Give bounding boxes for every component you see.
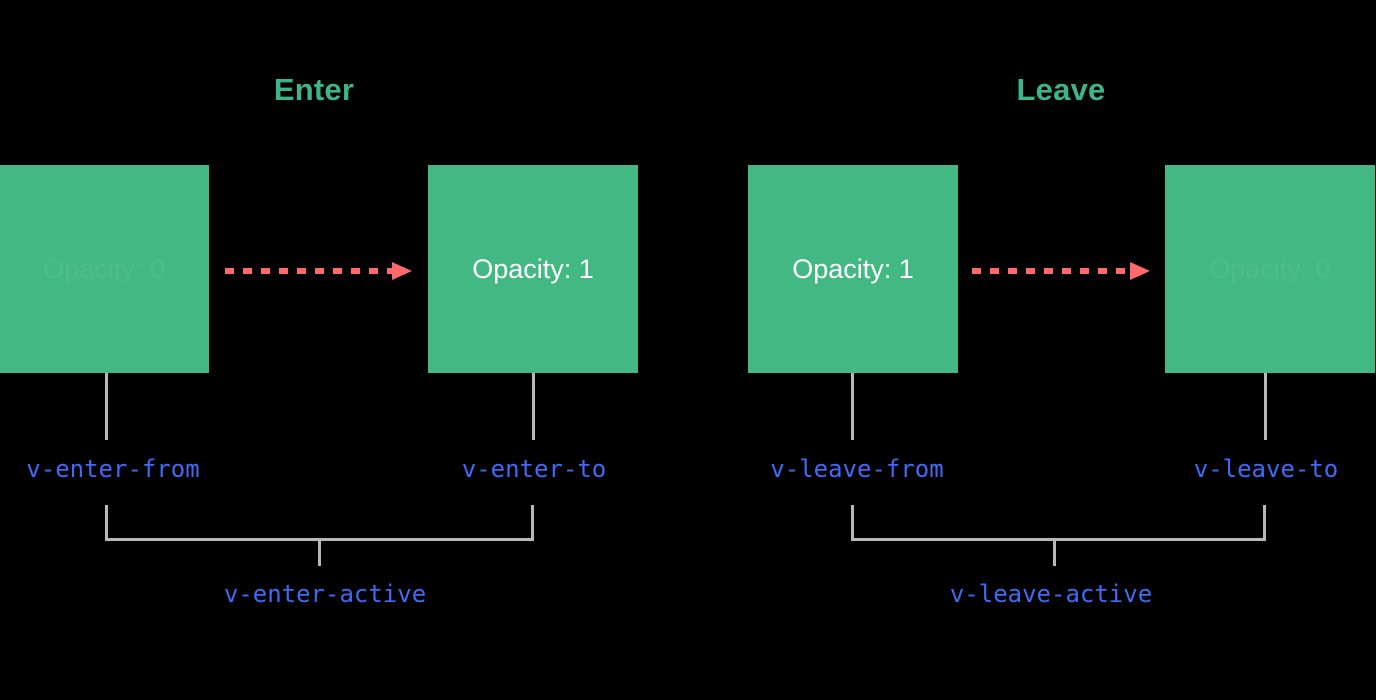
span-bracket-stem-enter-active: [318, 541, 321, 566]
class-label-enter-active: v-enter-active: [223, 580, 427, 608]
class-label-leave-from: v-leave-from: [770, 455, 944, 483]
class-label-leave-active: v-leave-active: [949, 580, 1153, 608]
state-box-leave-to: Opacity: 0: [1165, 165, 1375, 373]
leader-line-leave-from: [851, 373, 854, 440]
span-bracket-enter-active: [105, 505, 534, 541]
arrow-shaft: [225, 268, 392, 274]
state-box-enter-from: Opacity: 0: [0, 165, 209, 373]
state-box-enter-from-label: Opacity: 0: [43, 253, 165, 284]
span-bracket-stem-leave-active: [1053, 541, 1056, 566]
class-label-leave-to: v-leave-to: [1193, 455, 1339, 483]
class-label-enter-from: v-enter-from: [26, 455, 200, 483]
arrow-head: [392, 262, 412, 280]
state-box-enter-to-label: Opacity: 1: [472, 253, 594, 284]
state-box-leave-to-label: Opacity: 0: [1209, 253, 1331, 284]
leader-line-enter-to: [532, 373, 535, 440]
state-box-enter-to: Opacity: 1: [428, 165, 638, 373]
leader-line-enter-from: [105, 373, 108, 440]
leader-line-leave-to: [1264, 373, 1267, 440]
dashed-arrow-right-icon-leave: [972, 262, 1150, 280]
class-label-enter-to: v-enter-to: [461, 455, 607, 483]
span-bracket-leave-active: [851, 505, 1266, 541]
section-heading-enter: Enter: [273, 72, 355, 107]
section-heading-leave: Leave: [1016, 72, 1106, 107]
arrow-head: [1130, 262, 1150, 280]
arrow-shaft: [972, 268, 1130, 274]
dashed-arrow-right-icon-enter: [225, 262, 412, 280]
state-box-leave-from-label: Opacity: 1: [792, 253, 914, 284]
state-box-leave-from: Opacity: 1: [748, 165, 958, 373]
